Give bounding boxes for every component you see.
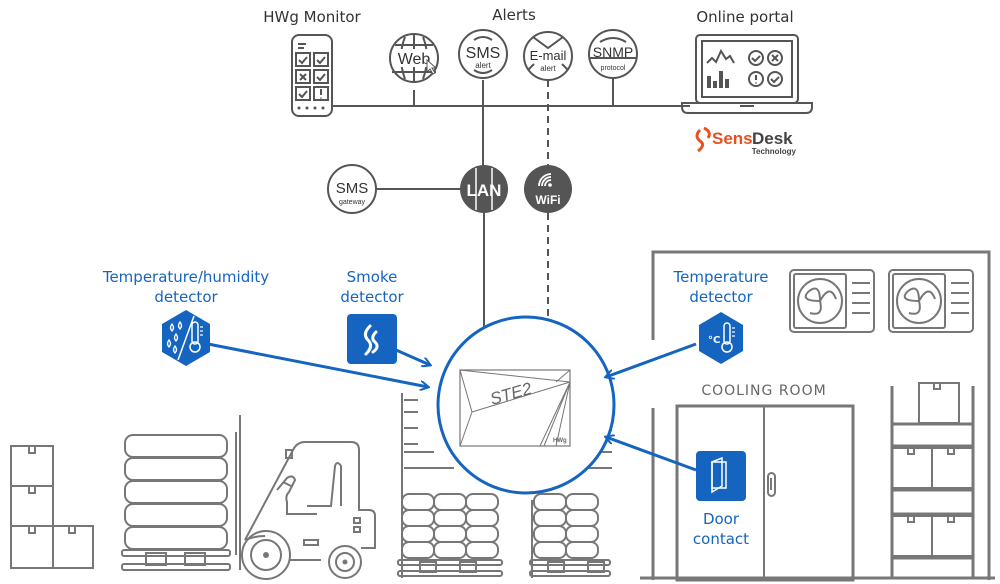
web-alert-node[interactable]: Web xyxy=(389,33,439,83)
online-portal-laptop-icon[interactable] xyxy=(681,34,813,114)
sms-alert-main: SMS xyxy=(466,45,501,62)
lan-label: LAN xyxy=(467,181,502,200)
door-label-line1: Door xyxy=(703,510,740,528)
device-maker-mark: HWg xyxy=(553,438,567,444)
cooling-room-label: COOLING ROOM xyxy=(701,383,826,399)
smoke-sensor[interactable] xyxy=(347,314,397,364)
thermometer-celsius-icon: °C xyxy=(708,322,735,353)
email-alert-main: E-mail xyxy=(530,48,567,63)
smoke-arrow xyxy=(395,348,430,365)
hwg-monitor-label: HWg Monitor xyxy=(263,8,361,26)
web-label: Web xyxy=(398,51,431,68)
center-pallets-illustration xyxy=(397,393,612,578)
temperature-sensor[interactable]: °C xyxy=(699,312,743,364)
flame-icon xyxy=(363,324,379,356)
temp-humidity-sensor[interactable] xyxy=(162,310,210,366)
door-arrow xyxy=(606,437,697,472)
alerts-label: Alerts xyxy=(492,6,536,24)
snmp-alert-node[interactable]: SNMP protocol xyxy=(588,29,638,79)
brand-name-part1: Sens xyxy=(712,129,753,148)
door-contact-sensor[interactable] xyxy=(696,451,746,501)
smoke-label-line2: detector xyxy=(340,288,404,306)
sms-alert-sub: alert xyxy=(475,61,491,70)
wifi-icon xyxy=(538,173,552,187)
sensdesk-logo-icon xyxy=(695,126,711,153)
online-portal-label: Online portal xyxy=(696,8,793,26)
temp-humidity-label-line2: detector xyxy=(154,288,218,306)
door-label-line2: contact xyxy=(693,530,749,548)
celsius-unit: °C xyxy=(708,335,720,346)
sms-alert-node[interactable]: SMS alert xyxy=(458,29,508,79)
wifi-label: WiFi xyxy=(535,193,560,207)
sms-gateway-main: SMS xyxy=(336,180,369,197)
sensdesk-logo: Sens Desk Technology xyxy=(695,126,797,156)
stacked-boxes-illustration xyxy=(10,445,94,569)
snmp-alert-main: SNMP xyxy=(593,44,633,60)
temp-humidity-label-line1: Temperature/humidity xyxy=(102,268,269,286)
brand-name-part2: Desk xyxy=(752,129,793,148)
ac-unit-icon xyxy=(789,269,875,333)
temp-humidity-arrow xyxy=(207,342,428,387)
pallet-stack-illustration xyxy=(121,415,241,571)
ste2-device[interactable]: STE2 HWg xyxy=(459,369,571,447)
cooling-room-building xyxy=(640,250,995,582)
brand-tagline: Technology xyxy=(752,147,797,156)
door-handle xyxy=(767,472,776,497)
smoke-label-line1: Smoke xyxy=(347,268,398,286)
door-icon xyxy=(711,456,727,494)
temperature-label-line1: Temperature xyxy=(672,268,768,286)
ac-unit-icon xyxy=(888,269,974,333)
email-alert-sub: alert xyxy=(540,64,556,73)
temperature-arrow xyxy=(606,342,697,377)
snmp-alert-sub: protocol xyxy=(601,65,626,72)
sms-gateway-sub: gateway xyxy=(339,199,366,206)
humidity-thermometer-icon xyxy=(166,320,203,354)
lan-node[interactable]: LAN xyxy=(460,165,508,213)
sms-gateway-node[interactable]: SMS gateway xyxy=(327,164,377,214)
wifi-node[interactable]: WiFi xyxy=(524,165,572,213)
hwg-monitor-phone-icon[interactable] xyxy=(291,34,333,117)
forklift-illustration xyxy=(241,441,376,580)
email-alert-node[interactable]: E-mail alert xyxy=(523,31,573,81)
temperature-label-line2: detector xyxy=(689,288,753,306)
cursor-icon xyxy=(426,58,438,75)
